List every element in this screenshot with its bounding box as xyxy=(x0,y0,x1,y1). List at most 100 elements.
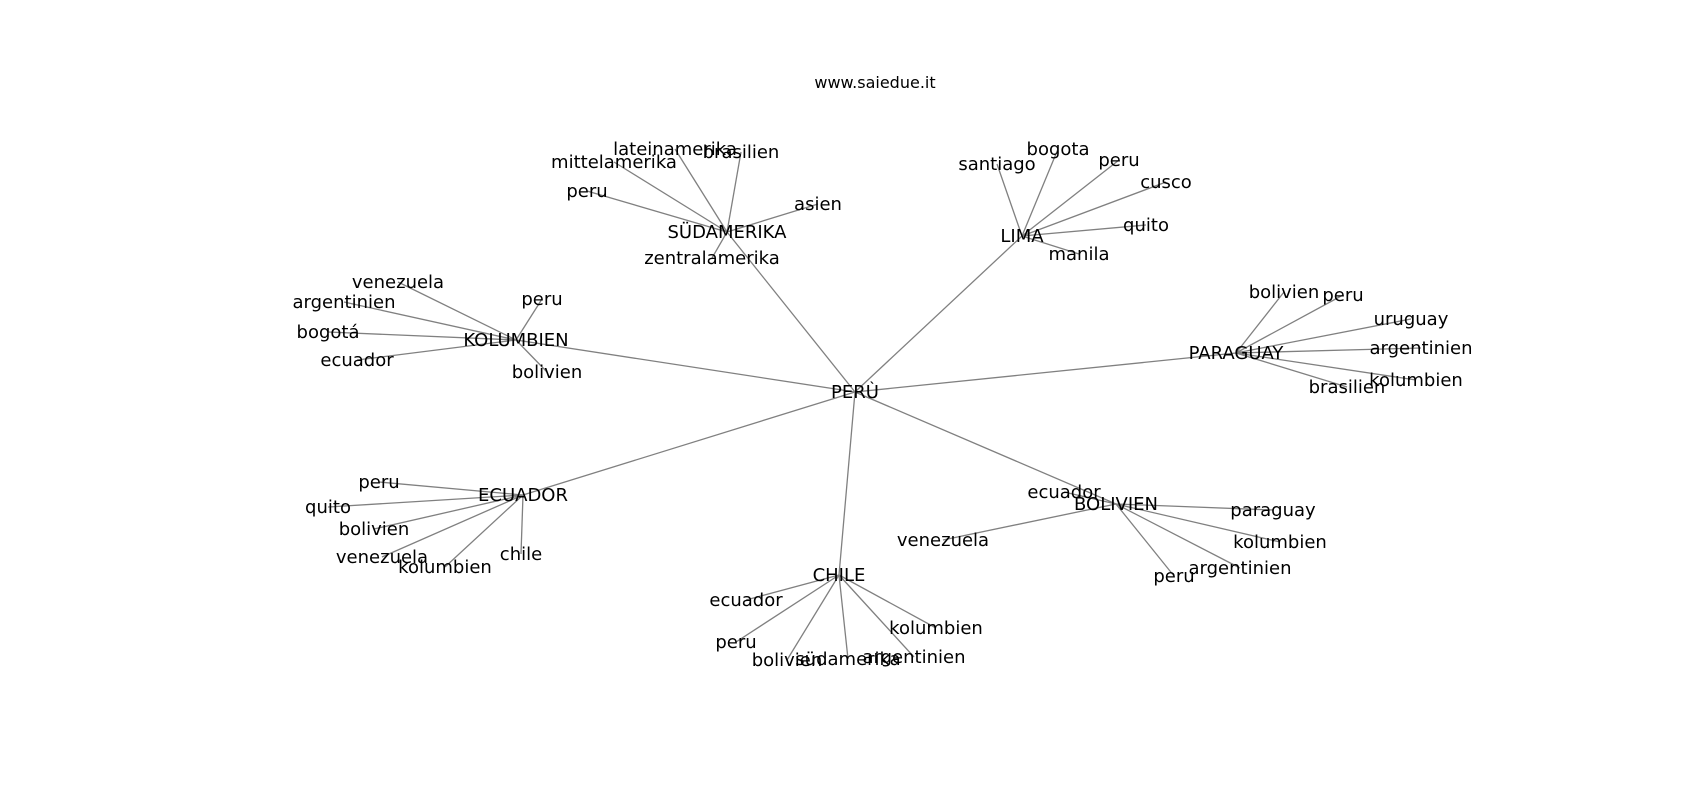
edge-ecuador-leaf-0 xyxy=(378,481,524,496)
leaf-node-bolivien-4: argentinien xyxy=(1189,558,1292,579)
leaf-node-paraguay-2: uruguay xyxy=(1374,309,1449,330)
leaf-node-sudamerika-3: peru xyxy=(566,181,607,202)
edge-chile-leaf-4 xyxy=(838,574,849,660)
edge-lima-leaf-0 xyxy=(1021,148,1059,237)
edge-bolivien-leaf-2 xyxy=(942,503,1117,541)
hub-node-paraguay: PARAGUAY xyxy=(1189,343,1285,364)
edge-bolivien-leaf-3 xyxy=(1115,503,1281,543)
leaf-node-bolivien-2: venezuela xyxy=(897,530,989,551)
edge-paraguay-leaf-2 xyxy=(1235,318,1412,354)
leaf-node-kolumbien-5: bolivien xyxy=(512,362,583,383)
leaf-node-chile-4: südamerika xyxy=(795,649,900,670)
leaf-node-kolumbien-2: peru xyxy=(521,289,562,310)
leaf-node-bolivien-1: paraguay xyxy=(1230,500,1316,521)
edge-kolumbien-leaf-4 xyxy=(356,339,517,361)
edge-ecuador-leaf-1 xyxy=(327,494,524,508)
leaf-node-kolumbien-4: ecuador xyxy=(320,350,394,371)
edge-kolumbien-leaf-0 xyxy=(397,281,517,341)
edge-sudamerika-leaf-1 xyxy=(726,151,742,233)
edge-sudamerika-leaf-3 xyxy=(586,190,728,233)
leaf-node-lima-5: manila xyxy=(1048,244,1109,265)
leaf-node-ecuador-2: bolivien xyxy=(339,519,410,540)
edge-ecuador-leaf-3 xyxy=(381,494,524,558)
leaf-node-sudamerika-2: mittelamerika xyxy=(551,152,677,173)
hub-node-lima: LIMA xyxy=(1000,226,1044,247)
hub-node-ecuador: ECUADOR xyxy=(478,485,568,506)
edge-lima-leaf-2 xyxy=(1021,159,1120,237)
leaf-node-paraguay-3: argentinien xyxy=(1370,338,1473,359)
leaf-node-bolivien-3: kolumbien xyxy=(1233,532,1327,553)
hub-node-sudamerika: SÜDAMERIKA xyxy=(668,221,788,243)
leaf-node-lima-1: santiago xyxy=(958,154,1035,175)
edge-bolivien-leaf-1 xyxy=(1115,503,1274,511)
leaf-node-kolumbien-1: argentinien xyxy=(293,292,396,313)
edge-root-kolumbien xyxy=(515,339,856,393)
edge-paraguay-leaf-4 xyxy=(1235,352,1417,381)
leaf-node-lima-2: peru xyxy=(1098,150,1139,171)
edge-root-bolivien xyxy=(854,391,1117,505)
hub-node-kolumbien: KOLUMBIEN xyxy=(463,330,568,351)
root-node-label: PERÙ xyxy=(831,381,879,403)
leaf-node-lima-4: quito xyxy=(1123,215,1169,236)
edge-lima-leaf-4 xyxy=(1021,224,1147,237)
edge-bolivien-leaf-0 xyxy=(1063,491,1117,505)
edge-kolumbien-leaf-2 xyxy=(515,298,543,341)
leaf-node-lima-3: cusco xyxy=(1140,172,1192,193)
leaf-node-kolumbien-0: venezuela xyxy=(352,272,444,293)
edge-paraguay-leaf-0 xyxy=(1235,291,1285,354)
leaf-node-chile-0: ecuador xyxy=(709,590,783,611)
edge-chile-leaf-5 xyxy=(838,574,915,658)
edge-sudamerika-leaf-5 xyxy=(711,231,728,259)
edge-kolumbien-leaf-5 xyxy=(515,339,548,373)
leaf-node-kolumbien-3: bogotá xyxy=(297,322,360,343)
edge-root-paraguay xyxy=(854,352,1237,393)
edge-lima-leaf-5 xyxy=(1021,235,1080,255)
leaf-node-bolivien-5: peru xyxy=(1153,566,1194,587)
leaf-node-lima-0: bogota xyxy=(1027,139,1090,160)
leaf-node-sudamerika-5: zentralamerika xyxy=(644,248,780,269)
edge-sudamerika-leaf-0 xyxy=(674,148,728,233)
edge-bolivien-leaf-4 xyxy=(1115,503,1241,569)
leaf-node-ecuador-4: kolumbien xyxy=(398,557,492,578)
edge-ecuador-leaf-5 xyxy=(520,494,524,555)
leaf-node-ecuador-1: quito xyxy=(305,497,351,518)
edge-chile-leaf-1 xyxy=(838,574,937,629)
edge-ecuador-leaf-2 xyxy=(373,494,524,530)
hub-node-chile: CHILE xyxy=(813,565,866,586)
leaf-node-paraguay-5: brasilien xyxy=(1309,377,1386,398)
labels-layer: PERÙSÜDAMERIKAlateinamerikabrasilienmitt… xyxy=(293,139,1473,671)
edge-sudamerika-leaf-4 xyxy=(726,203,819,233)
leaf-node-chile-3: bolivien xyxy=(752,650,823,671)
edge-kolumbien-leaf-1 xyxy=(343,301,517,341)
leaf-node-sudamerika-4: asien xyxy=(794,194,842,215)
edge-chile-leaf-2 xyxy=(735,574,840,643)
leaf-node-bolivien-0: ecuador xyxy=(1027,482,1101,503)
edge-root-lima xyxy=(854,235,1023,393)
edge-paraguay-leaf-5 xyxy=(1235,352,1348,388)
edge-paraguay-leaf-3 xyxy=(1235,347,1422,354)
edge-lima-leaf-1 xyxy=(996,163,1023,237)
edge-ecuador-leaf-4 xyxy=(444,494,524,568)
leaf-node-ecuador-5: chile xyxy=(500,544,542,565)
leaf-node-sudamerika-1: brasilien xyxy=(703,142,780,163)
edge-root-ecuador xyxy=(522,391,856,496)
leaf-node-chile-1: kolumbien xyxy=(889,618,983,639)
leaf-node-chile-2: peru xyxy=(715,632,756,653)
hub-node-bolivien: BOLIVIEN xyxy=(1074,494,1158,515)
leaf-node-paraguay-4: kolumbien xyxy=(1369,370,1463,391)
edge-lima-leaf-3 xyxy=(1021,181,1167,237)
edge-root-chile xyxy=(838,391,856,576)
leaf-node-ecuador-0: peru xyxy=(358,472,399,493)
leaf-node-ecuador-3: venezuela xyxy=(336,547,428,568)
leaf-node-paraguay-0: bolivien xyxy=(1249,282,1320,303)
edge-sudamerika-leaf-2 xyxy=(613,161,728,233)
leaf-node-chile-5: argentinien xyxy=(863,647,966,668)
edges-layer xyxy=(327,148,1422,661)
diagram-title: www.saiedue.it xyxy=(814,73,935,92)
edge-root-sudamerika xyxy=(726,231,856,393)
leaf-node-sudamerika-0: lateinamerika xyxy=(613,139,737,160)
edge-chile-leaf-0 xyxy=(745,574,840,601)
edge-paraguay-leaf-1 xyxy=(1235,294,1344,354)
edge-kolumbien-leaf-3 xyxy=(327,331,517,341)
